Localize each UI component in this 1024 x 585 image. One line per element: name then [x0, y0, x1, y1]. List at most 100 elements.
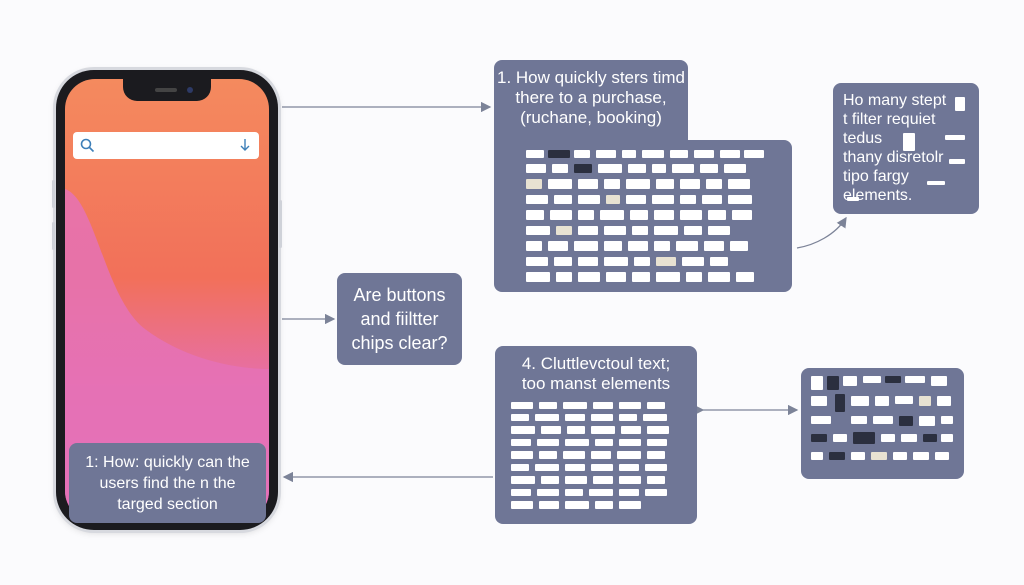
ui-element-tile — [672, 164, 694, 173]
ui-element-tile — [535, 464, 559, 471]
ui-element-tile — [654, 210, 674, 220]
ui-element-tile — [873, 416, 893, 424]
ui-element-tile — [563, 402, 587, 409]
ui-element-tile — [593, 402, 613, 409]
ui-element-tile — [811, 396, 827, 406]
phone-notch — [123, 79, 211, 101]
ui-element-tile — [881, 434, 895, 442]
ui-element-tile — [863, 376, 881, 383]
arrow-down-icon[interactable] — [239, 138, 251, 153]
ui-element-tile — [871, 452, 887, 460]
ui-element-tile — [730, 241, 748, 251]
ui-element-tile — [935, 452, 949, 460]
ui-element-tile — [604, 226, 626, 235]
ui-element-tile — [680, 210, 702, 220]
ui-element-tile — [621, 426, 641, 434]
ui-element-tile — [619, 476, 641, 484]
ui-element-tile — [511, 451, 533, 459]
volume-button — [52, 222, 55, 250]
ui-element-tile — [565, 414, 585, 421]
ui-element-tile — [901, 434, 917, 442]
ui-element-tile — [632, 272, 650, 282]
ui-element-tile — [632, 226, 648, 235]
ui-element-tile — [710, 257, 728, 266]
ui-element-tile — [728, 179, 750, 189]
ui-element-tile — [622, 150, 636, 158]
ui-element-tile — [811, 376, 823, 390]
ui-element-tile — [708, 210, 726, 220]
ui-element-tile — [574, 150, 590, 158]
ui-element-tile — [708, 226, 730, 235]
ui-element-tile — [598, 164, 622, 173]
node-clutter-text: 4. Cluttlevctoul text; too manst element… — [521, 354, 671, 393]
ui-element-tile — [591, 426, 615, 434]
ui-element-tile — [604, 257, 628, 266]
ui-element-tile — [539, 451, 557, 459]
ui-element-tile — [537, 489, 559, 496]
ui-element-tile — [843, 376, 857, 386]
ui-element-tile — [511, 489, 531, 496]
ui-element-tile — [893, 452, 907, 460]
ui-element-tile — [704, 241, 724, 251]
ui-element-tile — [578, 257, 598, 266]
ui-element-tile — [643, 414, 667, 421]
ui-element-tile — [526, 226, 550, 235]
tile-grid — [526, 150, 766, 284]
ui-element-tile — [574, 241, 598, 251]
ui-element-tile — [630, 210, 648, 220]
ui-element-tile — [694, 150, 714, 158]
ui-element-tile — [937, 396, 951, 406]
ui-element-tile — [596, 150, 616, 158]
ui-element-tile — [541, 426, 561, 434]
ui-element-tile — [604, 241, 622, 251]
ui-element-tile — [595, 439, 613, 446]
ui-element-tile — [708, 272, 730, 282]
ui-element-tile — [811, 416, 831, 424]
arrow-grid-to-filter — [796, 216, 847, 249]
ui-element-tile — [537, 439, 559, 446]
ui-element-tile — [578, 226, 598, 235]
ui-element-tile — [565, 489, 583, 496]
ui-element-tile — [619, 489, 639, 496]
ui-element-tile — [565, 439, 589, 446]
ui-element-tile — [724, 164, 746, 173]
ui-element-tile — [728, 195, 752, 204]
ui-element-tile — [511, 476, 535, 484]
ui-element-tile — [875, 396, 889, 406]
ui-element-tile — [556, 272, 572, 282]
ui-element-tile — [647, 426, 669, 434]
ui-element-tile — [656, 257, 676, 266]
search-bar[interactable] — [73, 132, 259, 159]
ui-element-tile — [619, 501, 641, 509]
mini-element — [955, 97, 965, 111]
ui-element-tile — [680, 179, 700, 189]
ui-element-tile — [600, 210, 624, 220]
ui-element-tile — [556, 226, 572, 235]
node-purchase: 1. How quickly sters timd there to a pur… — [494, 60, 688, 140]
ui-element-tile — [539, 501, 559, 509]
ui-element-tile — [617, 451, 641, 459]
ui-element-tile — [606, 272, 626, 282]
ui-element-tile — [931, 376, 947, 386]
ui-element-tile — [511, 464, 529, 471]
dense-element-grid — [801, 368, 964, 479]
ui-element-tile — [619, 402, 641, 409]
ui-element-tile — [591, 464, 613, 471]
ui-element-tile — [652, 195, 674, 204]
purchase-ui-grid — [494, 140, 792, 292]
ui-element-tile — [680, 195, 696, 204]
search-icon[interactable] — [80, 138, 95, 153]
ui-element-tile — [591, 414, 613, 421]
ui-element-tile — [923, 434, 937, 442]
ui-element-tile — [682, 257, 704, 266]
ui-element-tile — [526, 257, 548, 266]
ui-element-tile — [885, 376, 901, 383]
ui-element-tile — [941, 416, 953, 424]
ui-element-tile — [550, 210, 572, 220]
ui-element-tile — [851, 396, 869, 406]
ui-element-tile — [647, 439, 667, 446]
ui-element-tile — [606, 195, 620, 204]
mini-element — [847, 197, 859, 201]
ui-element-tile — [647, 476, 665, 484]
ui-element-tile — [548, 241, 568, 251]
